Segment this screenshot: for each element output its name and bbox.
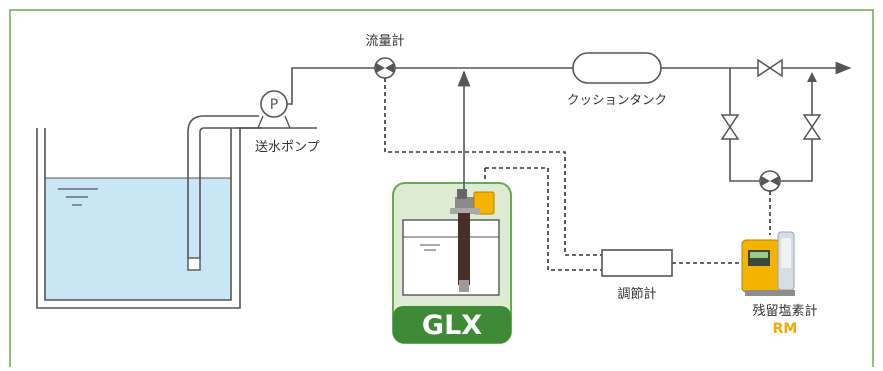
cushion-tank — [572, 52, 662, 84]
glx-label: GLX — [422, 310, 482, 341]
gate-valve-left-icon — [720, 114, 740, 140]
intake-strainer — [187, 257, 201, 271]
bypass-flow-meter-icon — [759, 170, 781, 192]
residual-chlorine-meter-icon — [741, 231, 795, 296]
controller-label: 調節計 — [617, 286, 656, 302]
glx-badge — [393, 306, 511, 343]
suction-pipe — [187, 115, 259, 258]
water-level-icon — [58, 188, 98, 206]
residual-chlorine-meter-label: 残留塩素計 — [752, 303, 817, 319]
signal-lines — [384, 78, 771, 271]
controller-box — [601, 249, 673, 277]
glx-tank — [402, 219, 500, 296]
outer-border — [9, 9, 874, 367]
water-tank — [36, 128, 241, 309]
tank-water — [45, 178, 231, 300]
flow-meter-label: 流量計 — [365, 33, 404, 49]
gate-valve-right-icon — [802, 114, 822, 140]
feed-pump: P — [236, 90, 317, 129]
discharge-pipe — [287, 67, 375, 105]
flow-meter-icon — [374, 57, 396, 79]
feed-pump-label: 送水ポンプ — [255, 140, 320, 155]
glx-panel: GLX — [392, 70, 512, 344]
glx-pump-icon — [450, 189, 495, 292]
glx-water-level-icon — [420, 244, 440, 251]
pump-symbol: P — [270, 97, 278, 113]
rm-label: RM — [773, 321, 798, 337]
gate-valve-top-icon — [757, 58, 783, 78]
cushion-tank-label: クッションタンク — [567, 92, 667, 107]
